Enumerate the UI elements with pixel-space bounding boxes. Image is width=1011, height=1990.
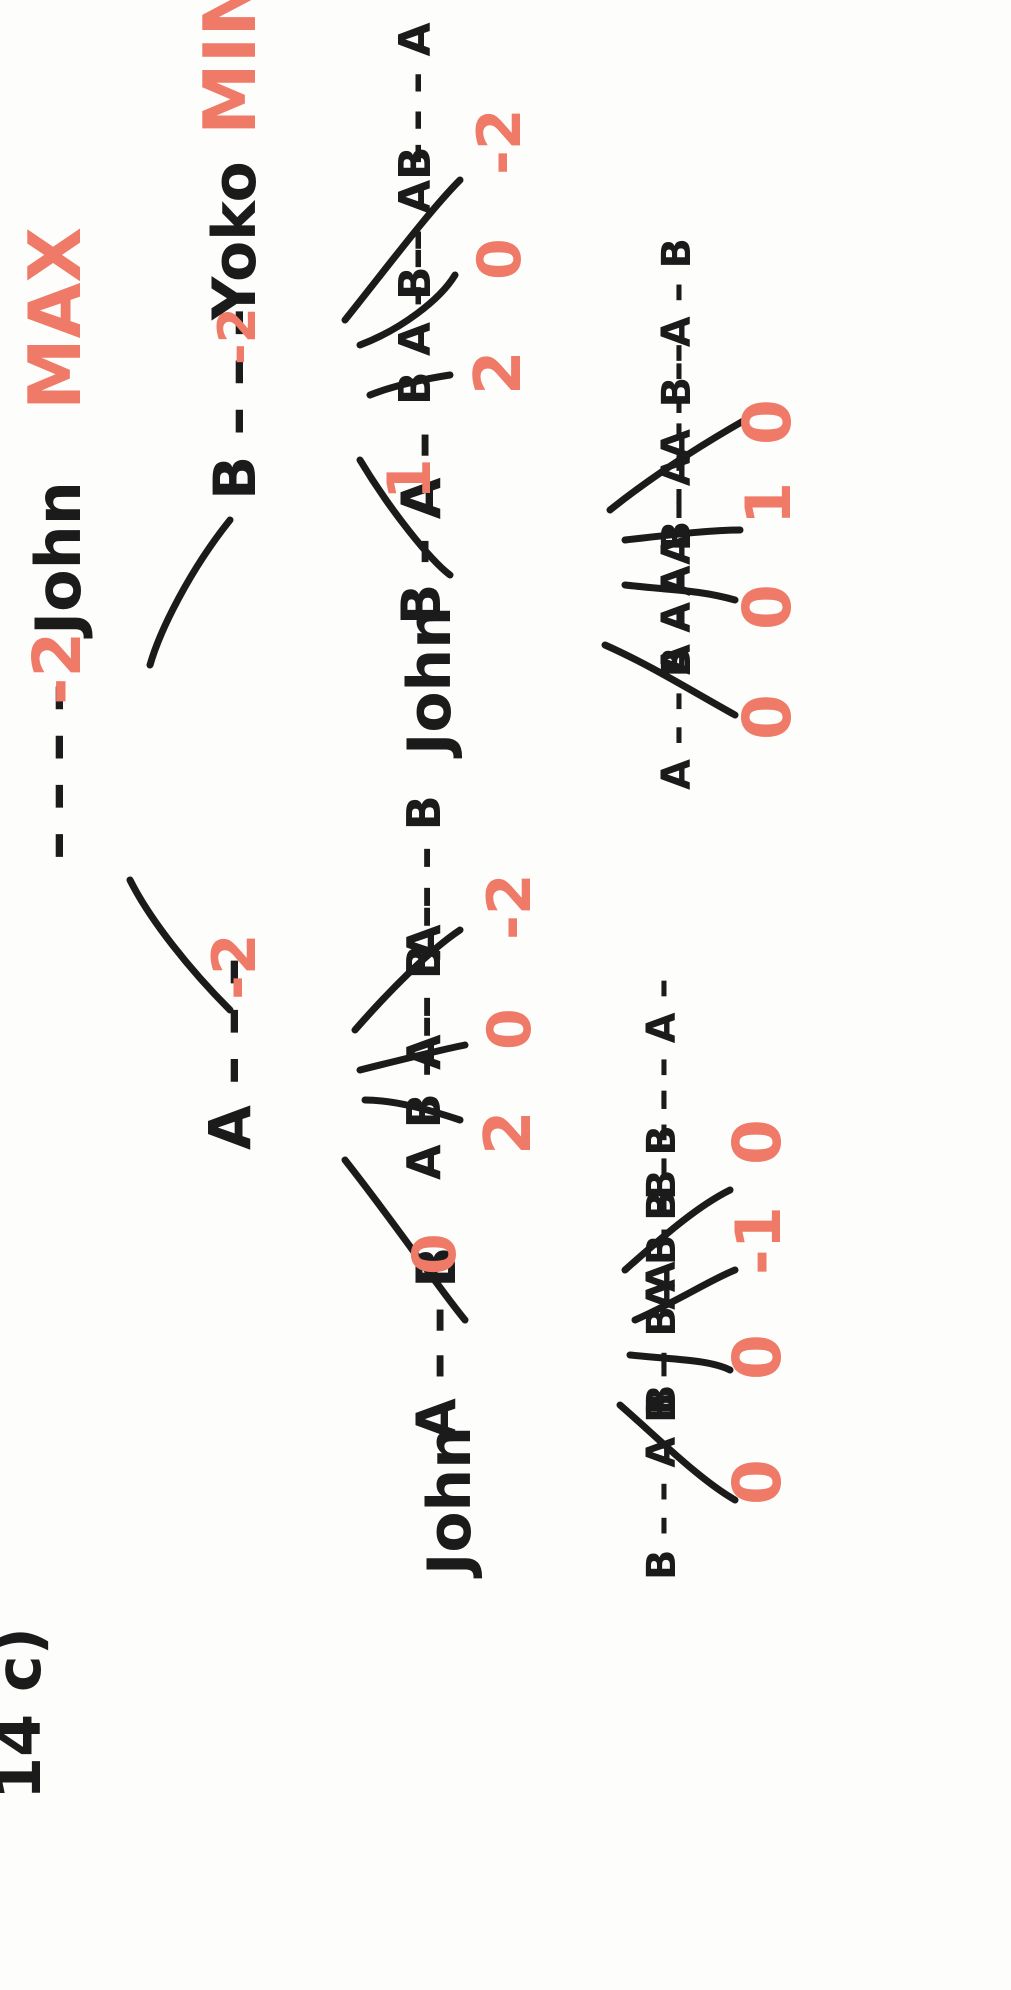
node-ba-value: 2 xyxy=(462,350,536,395)
node-ba3-value: -2 xyxy=(465,108,535,175)
leaves-left: B – – A B – 0 B – B A – – 0 A B B – – – … xyxy=(639,978,796,1580)
problem-label: 14 c) xyxy=(0,1627,55,1800)
tree-edges xyxy=(126,176,749,1504)
edge-root-b xyxy=(146,516,234,669)
leaf-right-4-board: A – – A – B xyxy=(654,238,700,460)
level-min-label: MIN xyxy=(188,0,272,135)
node-bam-value: 0 xyxy=(465,238,535,280)
leaf-left-3-board: A B B – – – xyxy=(639,1088,685,1310)
node-ab-value: 2 xyxy=(472,1110,546,1155)
tree-nodes: – – – – -2 John A – – – -2 B – – – -2 Yo… xyxy=(19,22,546,1579)
edge-aj-l1 xyxy=(616,1401,739,1504)
leaf-right-2-board: A – A B – – xyxy=(654,453,700,675)
edge-a-ab3 xyxy=(351,926,464,1034)
leaf-left-1-value: 0 xyxy=(719,1459,796,1505)
node-b-board: B – – – xyxy=(201,308,269,500)
leaf-left-2-value: 0 xyxy=(719,1334,796,1380)
edge-a-abm xyxy=(356,1041,469,1074)
node-bj-board: B – A – xyxy=(390,432,453,625)
level-max-label: MAX xyxy=(13,227,97,410)
node-ab-board: A B – – xyxy=(397,1015,451,1180)
node-root-board: – – – – xyxy=(21,683,89,860)
edge-bj-r4 xyxy=(606,416,749,514)
node-a-value: -2 xyxy=(200,933,270,1000)
edge-bj-r2 xyxy=(621,581,739,604)
leaf-right-2-value: 0 xyxy=(729,584,806,630)
node-ba3-board: B – – A xyxy=(390,22,441,180)
node-ab3-value: -2 xyxy=(475,873,545,940)
node-root-value: -2 xyxy=(19,632,96,705)
edge-b-ba3 xyxy=(341,176,464,324)
edge-aj-l4 xyxy=(621,1186,734,1274)
edge-aj-l3 xyxy=(631,1266,739,1324)
node-aj-board: A – – B xyxy=(405,1247,468,1440)
leaf-left-1-board: B – – A B – xyxy=(639,1358,685,1580)
edge-bj-r3 xyxy=(621,526,744,544)
edge-b-ba xyxy=(366,371,454,399)
node-bj-value: 1 xyxy=(375,458,445,500)
node-abm-value: 0 xyxy=(475,1008,545,1050)
edge-b-bam xyxy=(356,271,459,349)
edge-a-ab xyxy=(361,1096,464,1124)
leaf-left-2-board: B – B A – – xyxy=(639,1193,685,1415)
edge-root-a xyxy=(126,876,234,1014)
node-a-board: A – – – xyxy=(196,958,264,1150)
edge-b-bj xyxy=(356,456,454,579)
leaf-right-4-value: 0 xyxy=(729,399,806,445)
leaf-left-4-value: 0 xyxy=(719,1119,796,1165)
leaf-left-3-value: -1 xyxy=(722,1206,795,1275)
node-aj-player: John xyxy=(415,1426,485,1579)
leaf-right-1-value: 0 xyxy=(729,694,806,740)
node-b-value: -2 xyxy=(208,307,268,365)
leaf-right-3-value: 1 xyxy=(732,482,805,525)
node-aj-value: 0 xyxy=(400,1233,470,1275)
node-bam-board: B – A – xyxy=(390,142,441,300)
node-bj-player: John xyxy=(395,606,465,759)
node-ab3-board: A – – B xyxy=(397,795,451,960)
node-b-player: Yoko xyxy=(200,161,270,321)
leaf-right-1-board: A – – B A – xyxy=(654,568,700,790)
node-abm-board: A – B – xyxy=(397,905,451,1070)
leaf-right-3-board: A – A – B – xyxy=(654,343,700,565)
edge-bj-r1 xyxy=(601,641,739,719)
leaves-right: A – – B A – 0 A – A B – – 0 A – A – B – … xyxy=(654,238,806,790)
node-root-player: John xyxy=(22,481,95,639)
node-ba-board: B A – – xyxy=(390,247,441,405)
leaf-left-4-board: B B – – A – xyxy=(639,978,685,1200)
edge-aj-l2 xyxy=(626,1351,734,1374)
edge-a-aj xyxy=(341,1156,469,1324)
